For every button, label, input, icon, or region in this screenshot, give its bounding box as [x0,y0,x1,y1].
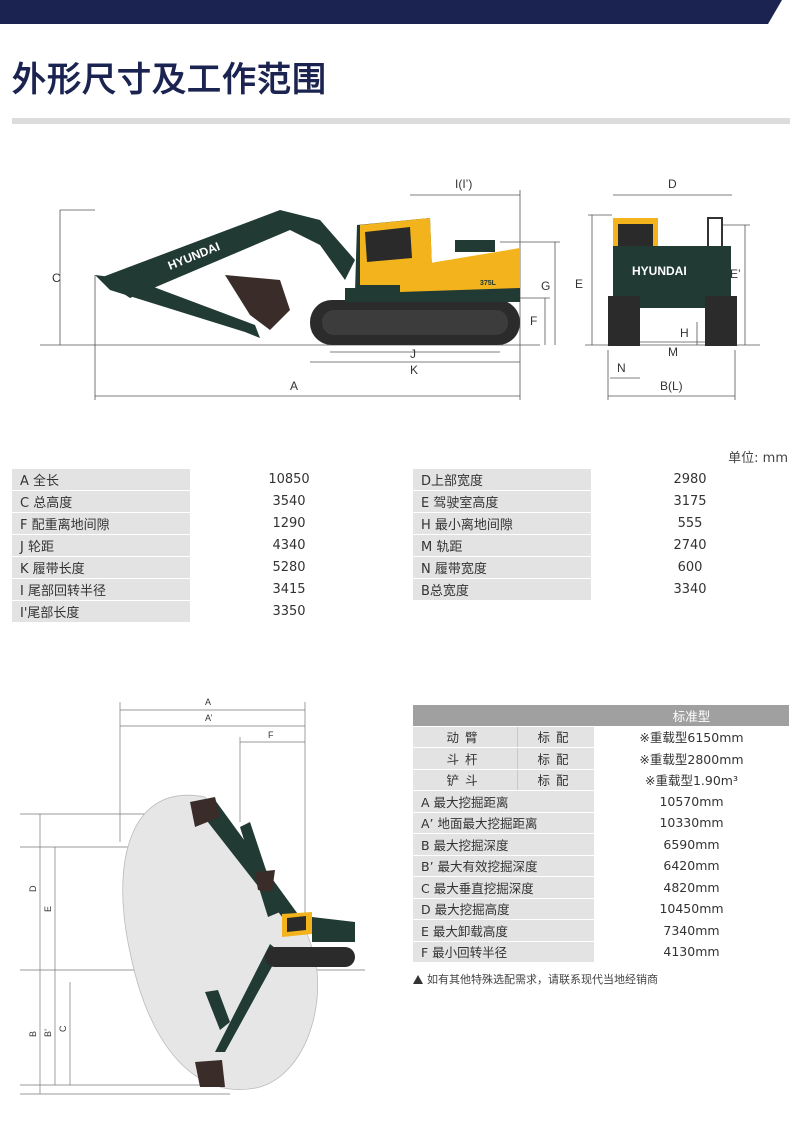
footnote-text: 如有其他特殊选配需求，请联系现代当地经销商 [427,973,658,986]
dimension-drawing: HYUNDAI 375L C A J K I(I’) G F HYUNDAI D… [40,177,760,400]
range-label-c: C [58,1025,68,1032]
dim-label-g: G [541,279,550,293]
work-range-model-badge: 375L [322,934,336,940]
dim-label-c: C [52,271,61,285]
front-view-excavator: HYUNDAI [608,217,737,346]
range-label-b: B [28,1031,38,1037]
range-label-b2: B’ [43,1029,53,1037]
page-title: 外形尺寸及工作范围 [12,60,327,100]
title-divider [12,118,790,124]
footnote: 如有其他特殊选配需求，请联系现代当地经销商 [413,971,658,987]
dim-label-e: E [575,277,583,291]
unit-label: 单位: mm [728,451,788,466]
dim-label-k: K [410,363,418,377]
dim-label-h: H [680,326,689,340]
table-header-standard: 标准型 [594,705,789,727]
side-view-excavator: HYUNDAI 375L [95,210,520,345]
dim-label-n: N [617,361,626,375]
work-range-table: 标准型 动臂标配※重载型6150mm 斗杆标配※重载型2800mm 铲斗标配※重… [413,705,789,963]
dim-label-f: F [530,314,537,328]
side-view-model-badge: 375L [480,280,497,287]
range-label-f: F [268,730,274,740]
front-view-brand: HYUNDAI [632,264,687,278]
table-row: 斗杆标配※重载型2800mm [413,747,789,770]
range-label-d: D [28,885,38,892]
dim-label-b: B(L) [660,379,683,393]
work-range-diagram: HYUNDAI 375L A A’ F D E B B’ C [20,697,365,1095]
range-label-e: E [43,906,53,912]
table-header-row: 标准型 [413,705,789,727]
triangle-icon [413,975,423,984]
dim-label-j: J [410,347,416,361]
dim-label-i: I(I’) [455,177,472,191]
range-label-a2: A’ [205,713,212,723]
dim-label-m: M [668,345,678,359]
table-row: 动臂标配※重载型6150mm [413,725,789,748]
dim-label-d: D [668,177,677,191]
range-label-a: A [205,697,211,707]
dim-label-a: A [290,379,298,393]
table-row: 铲斗标配※重载型1.90m³ [413,768,789,791]
header-band [0,0,782,24]
dim-label-e2: E’ [730,267,741,281]
